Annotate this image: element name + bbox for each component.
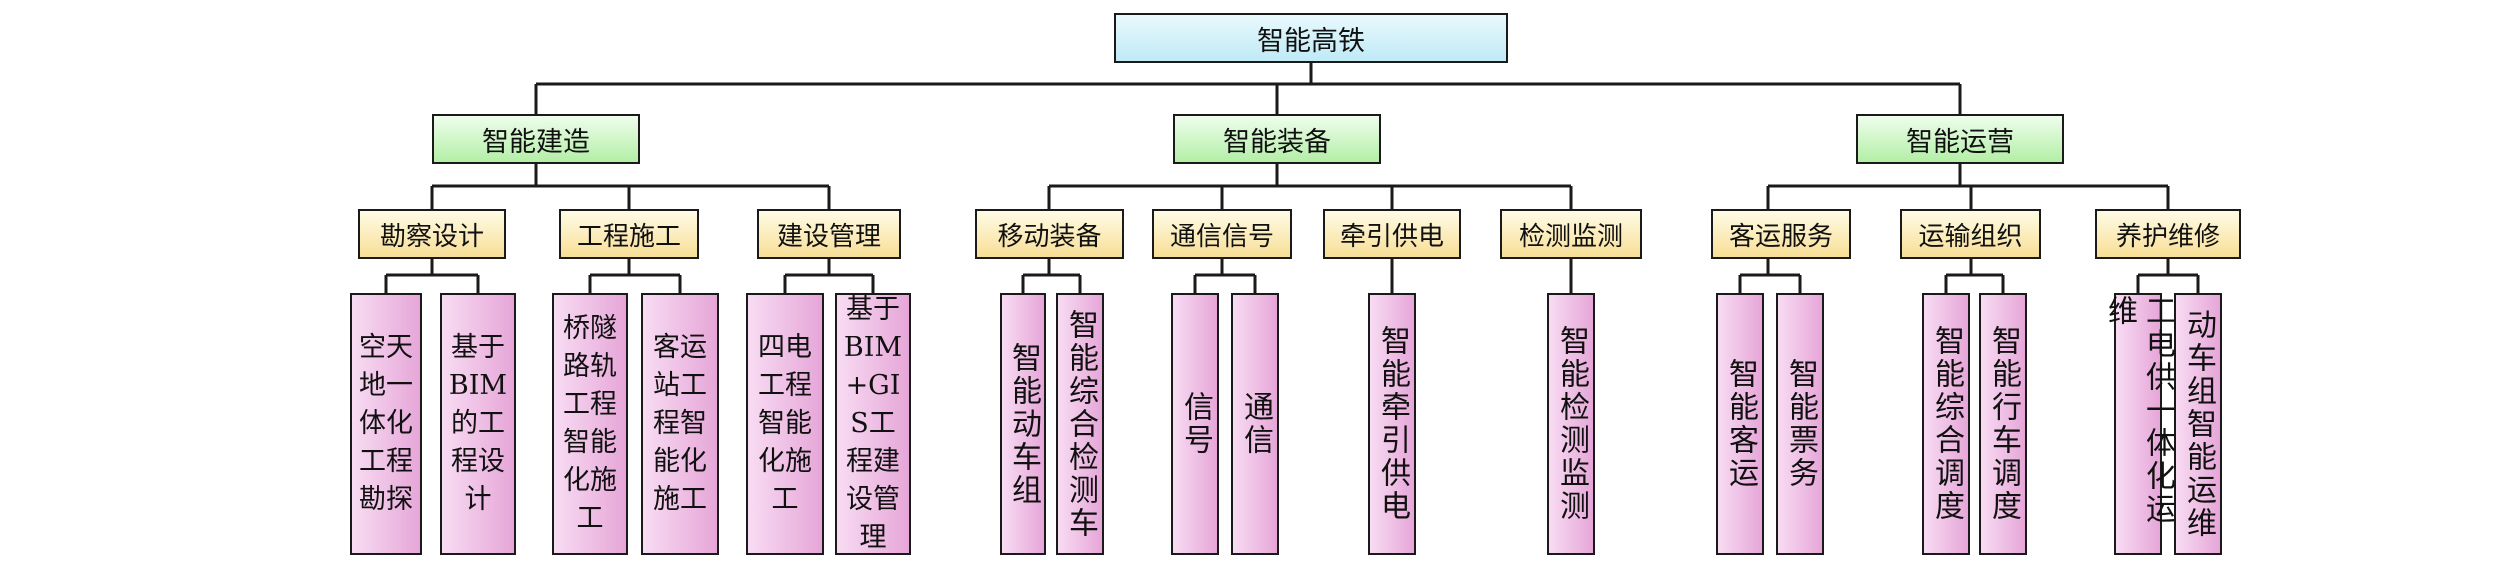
leaf-label: 工电供一体化运维	[2102, 295, 2175, 526]
category-label: 勘察设计	[379, 221, 484, 252]
category-node-inspection-monitoring: 检测监测	[1500, 209, 1642, 259]
leaf-label: 桥隧路轨工程智能化施工	[563, 313, 617, 534]
leaf-label: 智能票务	[1783, 358, 1818, 490]
category-node-transport-organization: 运输组织	[1900, 209, 2041, 259]
leaf-label: 客运站工程智能化施工	[653, 332, 707, 515]
branch-label: 智能装备	[1223, 126, 1331, 158]
leaf-node: 信号	[1171, 293, 1219, 555]
leaf-label: 通信	[1238, 391, 1273, 457]
leaf-node: 桥隧路轨工程智能化施工	[552, 293, 628, 555]
branch-node-equipment: 智能装备	[1173, 114, 1381, 164]
category-node-passenger-service: 客运服务	[1711, 209, 1851, 259]
leaf-label: 基于BIM的工程设计	[448, 332, 508, 515]
leaf-node: 智能综合检测车	[1056, 293, 1104, 555]
leaf-label: 四电工程智能化施工	[758, 332, 812, 515]
leaf-node: 基于BIM+GIS工程建设管理	[835, 293, 911, 555]
category-label: 牵引供电	[1339, 221, 1444, 252]
leaf-node: 客运站工程智能化施工	[641, 293, 719, 555]
category-label: 运输组织	[1918, 221, 2023, 252]
leaf-label: 智能客运	[1723, 358, 1758, 490]
category-label: 客运服务	[1728, 221, 1833, 252]
leaf-node: 智能检测监测	[1547, 293, 1595, 555]
leaf-label: 空天地一体化工程勘探	[359, 332, 413, 515]
leaf-node: 智能综合调度	[1922, 293, 1970, 555]
leaf-node: 工电供一体化运维	[2102, 293, 2175, 555]
leaf-label: 信号	[1178, 391, 1213, 457]
leaf-node: 智能动车组	[1000, 293, 1046, 555]
leaf-label: 智能检测监测	[1554, 325, 1589, 523]
leaf-node: 基于BIM的工程设计	[440, 293, 516, 555]
root-node: 智能高铁	[1114, 13, 1508, 63]
category-node-engineering-construction: 工程施工	[559, 209, 699, 259]
category-node-communication-signal: 通信信号	[1152, 209, 1292, 259]
root-label: 智能高铁	[1257, 25, 1365, 57]
branch-label: 智能运营	[1906, 126, 2014, 158]
leaf-node: 智能客运	[1716, 293, 1764, 555]
leaf-node: 四电工程智能化施工	[746, 293, 824, 555]
category-label: 养护维修	[2115, 221, 2220, 252]
leaf-label: 智能综合调度	[1929, 325, 1964, 523]
category-label: 检测监测	[1518, 221, 1623, 252]
leaf-node: 智能票务	[1776, 293, 1824, 555]
branch-node-operation: 智能运营	[1856, 114, 2064, 164]
category-node-survey-design: 勘察设计	[358, 209, 506, 259]
category-node-construction-management: 建设管理	[757, 209, 901, 259]
leaf-node: 动车组智能运维	[2174, 293, 2222, 555]
category-node-traction-power: 牵引供电	[1323, 209, 1461, 259]
leaf-node: 空天地一体化工程勘探	[350, 293, 422, 555]
category-label: 工程施工	[576, 221, 681, 252]
category-label: 移动装备	[997, 221, 1102, 252]
leaf-node: 智能牵引供电	[1368, 293, 1416, 555]
leaf-label: 智能动车组	[1006, 341, 1041, 507]
leaf-label: 智能行车调度	[1986, 325, 2021, 523]
branch-label: 智能建造	[482, 126, 590, 158]
category-label: 通信信号	[1169, 221, 1274, 252]
category-node-mobile-equipment: 移动装备	[975, 209, 1124, 259]
category-node-maintenance: 养护维修	[2095, 209, 2241, 259]
leaf-label: 智能牵引供电	[1375, 325, 1410, 523]
leaf-label: 动车组智能运维	[2181, 308, 2216, 540]
branch-node-construction: 智能建造	[432, 114, 640, 164]
leaf-node: 通信	[1231, 293, 1279, 555]
leaf-node: 智能行车调度	[1979, 293, 2027, 555]
leaf-label: 智能综合检测车	[1063, 308, 1098, 540]
leaf-label: 基于BIM+GIS工程建设管理	[843, 294, 903, 553]
category-label: 建设管理	[776, 221, 881, 252]
